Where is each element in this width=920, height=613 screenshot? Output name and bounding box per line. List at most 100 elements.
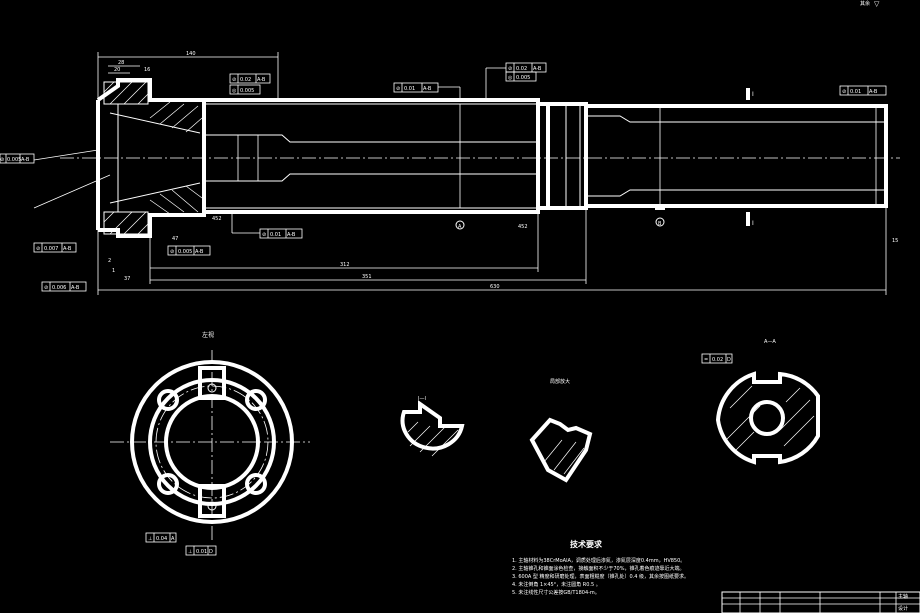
svg-text:0.01: 0.01	[404, 86, 415, 92]
detail-view-2: 局部放大	[529, 378, 593, 483]
detail2-title: 局部放大	[550, 378, 570, 385]
svg-text:⊘: ⊘	[262, 232, 266, 238]
dim-2: 2	[108, 258, 111, 264]
dim-15: 15	[892, 238, 898, 244]
title-block-name: 主轴	[898, 593, 908, 600]
fcf-14: = 0.02 D	[701, 353, 733, 364]
svg-text:⊥: ⊥	[188, 549, 192, 555]
section-title: A—A	[764, 339, 776, 345]
title-block: 主轴 设计	[721, 591, 920, 613]
svg-text:⊘: ⊘	[36, 246, 40, 252]
flange-section-top	[103, 81, 149, 105]
svg-text:A-B: A-B	[287, 232, 296, 238]
svg-text:=: =	[704, 357, 708, 363]
svg-text:⊘: ⊘	[170, 249, 174, 255]
svg-text:0.02: 0.02	[712, 357, 723, 363]
end-view-title: 左视	[202, 331, 214, 339]
main-dimensions: 140 28 20 16 630 351 312 37 47 452 452 2…	[33, 51, 898, 295]
tech-item-2: 2. 主轴锥孔和锥面涂色检查，接触面积不少于70%，锥孔着色痕迹靠近大端。	[512, 565, 684, 572]
dim-47: 47	[172, 236, 178, 242]
svg-text:A-B: A-B	[257, 77, 266, 83]
dim-37: 37	[124, 276, 130, 282]
datum-b-marker	[655, 217, 665, 227]
dim-452b: 452	[518, 224, 528, 230]
dim-351: 351	[362, 274, 372, 280]
svg-text:0.005: 0.005	[7, 157, 21, 163]
svg-text:⊘: ⊘	[508, 66, 512, 72]
section-mark-top: I	[752, 91, 754, 98]
tolerance-frames: ⊘ 0.02 A-B ◎ 0.005 ⊘ 0.01 A-B ◎ 0.005	[0, 62, 887, 292]
datum-a-label: A	[458, 224, 462, 230]
fcf-5: ⊘ 0.02 A-B	[485, 62, 547, 100]
svg-text:A-B: A-B	[71, 285, 80, 291]
flange-end-view: 左视 ⊥ 0.04 A ⊥ 0.01 D	[110, 331, 310, 556]
dim-28: 28	[118, 60, 124, 66]
svg-text:D: D	[209, 549, 213, 555]
svg-text:0.01: 0.01	[270, 232, 281, 238]
dim-312: 312	[340, 262, 350, 268]
fcf-2: ◎ 0.005	[229, 84, 261, 95]
svg-text:0.04: 0.04	[156, 536, 167, 542]
spindle-main-view: A B I I	[60, 78, 900, 238]
tech-item-4: 4. 未注倒角 1×45°，未注圆角 R0.5 。	[512, 581, 601, 588]
fcf-7: ⊘ 0.01 A-B	[231, 212, 303, 239]
dim-16: 16	[144, 67, 150, 73]
svg-text:0.006: 0.006	[52, 285, 66, 291]
svg-text:⊘: ⊘	[396, 86, 400, 92]
dim-630: 630	[490, 284, 500, 290]
svg-text:0.02: 0.02	[240, 77, 251, 83]
dim-20: 20	[114, 67, 120, 73]
title-block-label: 设计	[898, 605, 908, 612]
fcf-8: ⊘ 0.005 A-B	[167, 245, 211, 256]
tech-title: 技术要求	[570, 539, 603, 549]
svg-text:⊘: ⊘	[0, 157, 4, 163]
tech-item-1: 1. 主轴材料为38CrMoAlA，调质处理后渗氮，渗氮层深度0.4mm，HV8…	[512, 557, 685, 564]
datum-b-label: B	[658, 221, 662, 227]
svg-text:◎: ◎	[232, 88, 237, 94]
roughness-symbol: ▽	[874, 0, 880, 8]
technical-requirements: 技术要求 1. 主轴材料为38CrMoAlA，调质处理后渗氮，渗氮层深度0.4m…	[512, 539, 689, 596]
fcf-11: ⊘ 0.006 A-B	[41, 281, 87, 292]
svg-text:A-B: A-B	[195, 249, 204, 255]
flange-section-bottom	[103, 211, 149, 235]
fcf-12: ⊥ 0.04 A	[145, 532, 177, 543]
svg-text:⊥: ⊥	[148, 536, 152, 542]
svg-text:◎: ◎	[508, 75, 513, 81]
spindle-body	[202, 98, 540, 214]
svg-text:A-B: A-B	[63, 246, 72, 252]
detail-view-1: I—I	[400, 396, 465, 457]
svg-text:0.02: 0.02	[516, 66, 527, 72]
svg-text:0.005: 0.005	[516, 75, 530, 81]
svg-text:⊘: ⊘	[44, 285, 48, 291]
svg-text:0.005: 0.005	[178, 249, 192, 255]
dim-452a: 452	[212, 216, 222, 222]
svg-text:A-B: A-B	[423, 86, 432, 92]
fcf-9: ⊘ 0.007 A-B	[33, 242, 77, 253]
svg-text:A: A	[171, 536, 175, 542]
section-mark-bottom: I	[752, 220, 754, 227]
roughness-note: 其余	[860, 0, 870, 7]
fcf-10: ⊘ 0.005 A-B	[0, 153, 35, 164]
svg-text:0.01: 0.01	[196, 549, 207, 555]
fcf-3: ⊘ 0.01 A-B	[393, 82, 461, 100]
svg-text:⊘: ⊘	[842, 89, 846, 95]
fcf-4: ◎ 0.005	[505, 71, 537, 82]
datum-a-marker	[455, 220, 465, 230]
dim-1: 1	[112, 268, 115, 274]
fcf-1: ⊘ 0.02 A-B	[229, 73, 271, 84]
svg-text:⊘: ⊘	[232, 77, 236, 83]
svg-text:D: D	[727, 357, 731, 363]
svg-text:0.005: 0.005	[240, 88, 254, 94]
fcf-6: ⊘ 0.01 A-B	[839, 85, 887, 96]
fcf-13: ⊥ 0.01 D	[185, 545, 217, 556]
svg-text:A-B: A-B	[21, 157, 30, 163]
svg-text:A-B: A-B	[869, 89, 878, 95]
dim-140: 140	[186, 51, 196, 57]
svg-text:A-B: A-B	[533, 66, 542, 72]
detail1-title: I—I	[418, 396, 426, 402]
tech-item-5: 5. 未注线性尺寸公差按GB/T1804-m。	[512, 589, 600, 596]
svg-text:0.01: 0.01	[850, 89, 861, 95]
tech-item-3: 3. 600A 型 精度和研磨处理，表面粗糙度（锥孔处）0.4 级，其余按图纸要…	[512, 573, 689, 580]
section-view-aa: A—A = 0.02 D	[701, 339, 820, 465]
